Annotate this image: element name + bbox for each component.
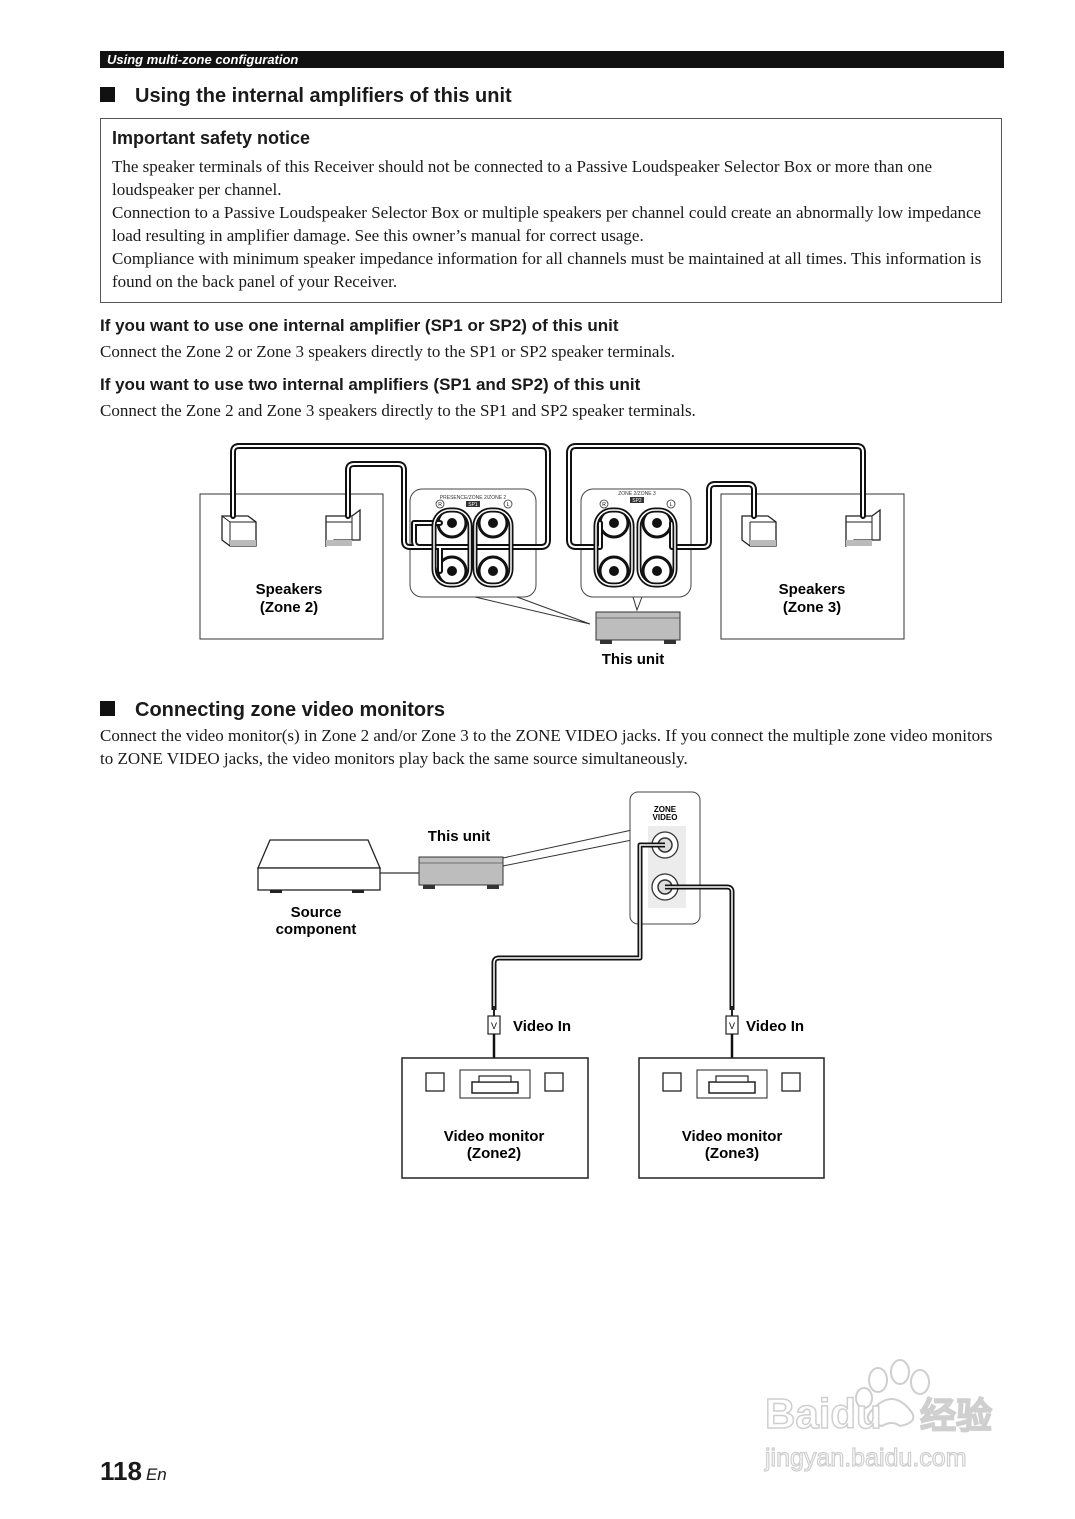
- subheading-one-amplifier: If you want to use one internal amplifie…: [100, 316, 619, 335]
- sp2-label: SP2: [632, 498, 642, 504]
- paragraph-one-amplifier: Connect the Zone 2 or Zone 3 speakers di…: [100, 342, 676, 361]
- bullet-square-icon: [100, 87, 115, 102]
- speakers-zone3-label: Speakers: [779, 581, 846, 598]
- zone3-speaker-box: [720, 493, 905, 640]
- speaker-icon: [845, 508, 881, 548]
- watermark-url: jingyan.baidu.com: [764, 1444, 967, 1472]
- monitor-zone2-label: Video monitor: [444, 1128, 545, 1145]
- binding-post-icon: [641, 555, 673, 587]
- notice-body: The speaker terminals of this Receiver s…: [112, 155, 992, 293]
- sp2-panel-label: ZONE 2/ZONE 3: [618, 491, 656, 497]
- notice-paragraph: Compliance with minimum speaker impedanc…: [112, 249, 982, 291]
- video-wiring-diagram: ZONE VIDEO V V Video In Video In T: [257, 791, 825, 1179]
- section-heading-text: Using the internal amplifiers of this un…: [135, 85, 512, 107]
- this-unit-label: This unit: [428, 828, 491, 845]
- speaker-wires: [230, 443, 866, 588]
- section-header-label: Using multi-zone configuration: [107, 52, 299, 67]
- video-cables: [491, 842, 735, 1010]
- source-component-sublabel: component: [276, 921, 357, 938]
- zone-video-panel: [629, 791, 701, 925]
- speakers-zone2-label: Speakers: [256, 581, 323, 598]
- page-language: En: [145, 1465, 167, 1484]
- source-component-label: Source: [291, 904, 342, 921]
- video-in-label-zone2: Video In: [513, 1018, 571, 1035]
- speaker-icon: [221, 515, 257, 547]
- channel-r-label-right: R: [599, 499, 609, 509]
- zone-video-label: ZONE: [654, 805, 677, 814]
- baidu-watermark-logo: Baidu 经验 jingyan.baidu.com: [763, 1359, 993, 1473]
- speakers-zone3-sublabel: (Zone 3): [783, 599, 841, 616]
- plug-letter-zone2: V: [491, 1021, 497, 1031]
- section-heading-text: Connecting zone video monitors: [135, 699, 446, 721]
- sp1-panel-label: PRESENCE/ZONE 2/ZONE 2: [440, 495, 507, 501]
- sp1-label: SP1: [468, 502, 478, 508]
- channel-r-label-left: R: [435, 499, 445, 509]
- source-component-icon: [257, 839, 381, 893]
- notice-paragraph: Connection to a Passive Loudspeaker Sele…: [112, 203, 982, 245]
- notice-paragraph: The speaker terminals of this Receiver s…: [112, 157, 933, 199]
- page-number-value: 118: [100, 1456, 142, 1486]
- video-in-label-zone3: Video In: [746, 1018, 804, 1035]
- plug-letter-zone3: V: [729, 1021, 735, 1031]
- notice-title: Important safety notice: [112, 128, 311, 148]
- speaker-icon: [741, 515, 777, 547]
- speaker-icon: [325, 508, 361, 548]
- paragraph-zone-video: Connect the video monitor(s) in Zone 2 a…: [100, 726, 993, 768]
- speakers-zone2-sublabel: (Zone 2): [260, 599, 318, 616]
- paragraph-two-amplifiers: Connect the Zone 2 and Zone 3 speakers d…: [100, 401, 696, 420]
- subheading-two-amplifiers: If you want to use two internal amplifie…: [100, 375, 641, 394]
- monitor-zone3-sublabel: (Zone3): [705, 1145, 759, 1162]
- speaker-wiring-diagram: PRESENCE/ZONE 2/ZONE 2 SP1 ZONE 2/ZONE 3…: [199, 443, 905, 668]
- monitor-zone3-label: Video monitor: [682, 1128, 783, 1145]
- svg-text:R: R: [602, 502, 606, 508]
- svg-text:L: L: [507, 502, 510, 508]
- monitor-zone2-sublabel: (Zone2): [467, 1145, 521, 1162]
- binding-post-icon: [598, 507, 630, 539]
- safety-notice-box: Important safety notice The speaker term…: [100, 118, 1002, 303]
- svg-text:L: L: [670, 502, 673, 508]
- channel-l-label-left: L: [503, 499, 513, 509]
- zone-video-sublabel: VIDEO: [653, 813, 678, 822]
- channel-l-label-right: L: [666, 499, 676, 509]
- section-heading-internal-amplifiers: Using the internal amplifiers of this un…: [100, 85, 512, 108]
- video-monitor-zone2: [401, 1057, 589, 1179]
- watermark-brand-cn: 经验: [920, 1395, 992, 1436]
- section-header-bar: Using multi-zone configuration: [100, 51, 1004, 68]
- svg-text:R: R: [438, 502, 442, 508]
- bullet-square-icon: [100, 701, 115, 716]
- this-unit-label: This unit: [602, 651, 665, 668]
- watermark-brand: Baidu: [765, 1390, 882, 1437]
- zone2-speaker-box: [199, 493, 384, 640]
- video-monitor-zone3: [638, 1057, 825, 1179]
- receiver-unit-icon: [595, 611, 681, 644]
- receiver-unit-icon: [418, 856, 504, 889]
- section-heading-zone-video: Connecting zone video monitors: [100, 699, 445, 722]
